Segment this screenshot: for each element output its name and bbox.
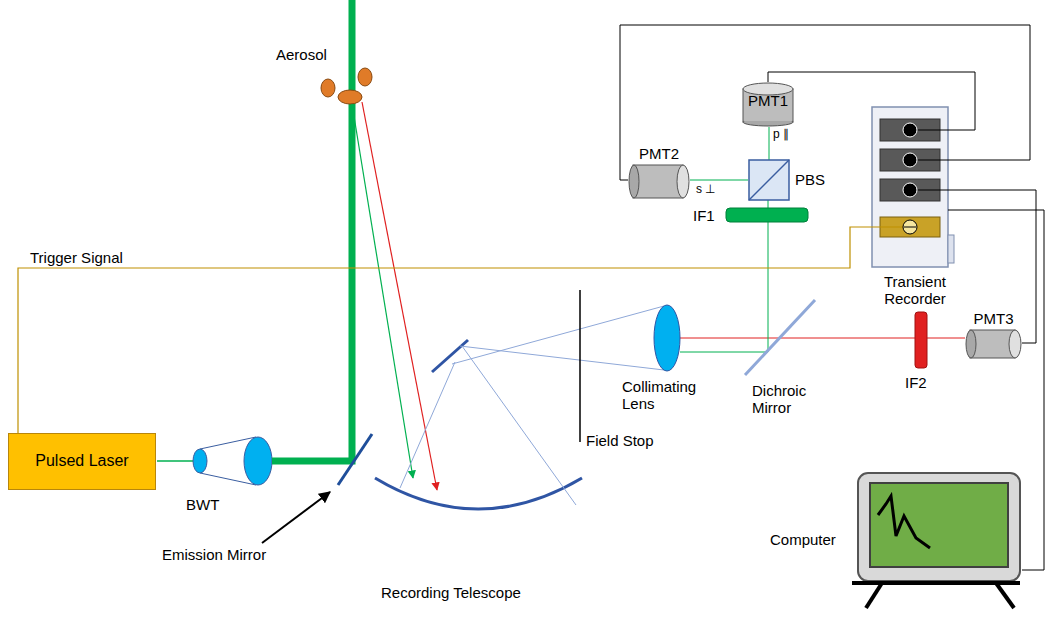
part-label: BWT bbox=[186, 496, 226, 513]
photomultiplier-tube: PMT1 bbox=[742, 82, 794, 127]
secondary-mirror bbox=[432, 340, 468, 372]
signal-wire bbox=[620, 25, 1030, 180]
light-beam bbox=[690, 180, 748, 181]
filter-label: IF2 bbox=[905, 374, 937, 391]
collimating-lens bbox=[654, 305, 680, 371]
node-label: Computer bbox=[770, 531, 836, 548]
filter-label: IF1 bbox=[693, 207, 723, 224]
backscatter-red bbox=[362, 102, 437, 490]
node-label: PBS bbox=[795, 171, 825, 188]
node-label: Pulsed Laser bbox=[35, 452, 128, 470]
emission-mirror bbox=[338, 434, 372, 485]
interference-filter-1 bbox=[726, 208, 808, 222]
node-label: PMT3 bbox=[965, 310, 1022, 327]
part-label: Collimating Lens bbox=[622, 378, 712, 413]
polarizing-beam-splitter: PBS bbox=[748, 157, 826, 203]
node-label: PMT2 bbox=[628, 145, 690, 162]
beam-widening-telescope bbox=[193, 437, 272, 485]
pointer-arrow bbox=[262, 492, 330, 543]
edge-label: Trigger Signal bbox=[28, 250, 125, 267]
laser-beam bbox=[157, 460, 193, 462]
laser-box: Pulsed Laser bbox=[8, 433, 156, 490]
part-label: Field Stop bbox=[586, 432, 676, 449]
light-beam bbox=[769, 127, 770, 160]
primary-mirror bbox=[375, 478, 582, 509]
part-label: Emission Mirror bbox=[162, 546, 292, 563]
outgoing-beam bbox=[272, 0, 352, 461]
dichroic-mirror bbox=[745, 300, 815, 375]
edge-label: s ⊥ bbox=[694, 183, 717, 196]
field-stop bbox=[579, 290, 581, 442]
edge-label: p ∥ bbox=[771, 128, 791, 141]
photomultiplier-tube: PMT3 bbox=[965, 310, 1022, 360]
interference-filter-2 bbox=[915, 312, 927, 368]
aerosol-particles bbox=[321, 68, 372, 104]
green-beam bbox=[680, 200, 768, 352]
computer-monitor: Computer bbox=[770, 470, 1022, 610]
part-label: Dichroic Mirror bbox=[752, 382, 824, 417]
photomultiplier-tube: PMT2 bbox=[628, 145, 690, 200]
node-label: Transient Recorder bbox=[870, 273, 960, 308]
signal-wire bbox=[960, 190, 1036, 343]
part-label: Recording Telescope bbox=[381, 584, 561, 601]
transient-recorder: Transient Recorder bbox=[870, 105, 960, 308]
particle-label: Aerosol bbox=[276, 46, 346, 63]
backscatter-green bbox=[352, 104, 413, 478]
node-label: PMT1 bbox=[748, 92, 788, 109]
signal-wire bbox=[18, 227, 870, 433]
